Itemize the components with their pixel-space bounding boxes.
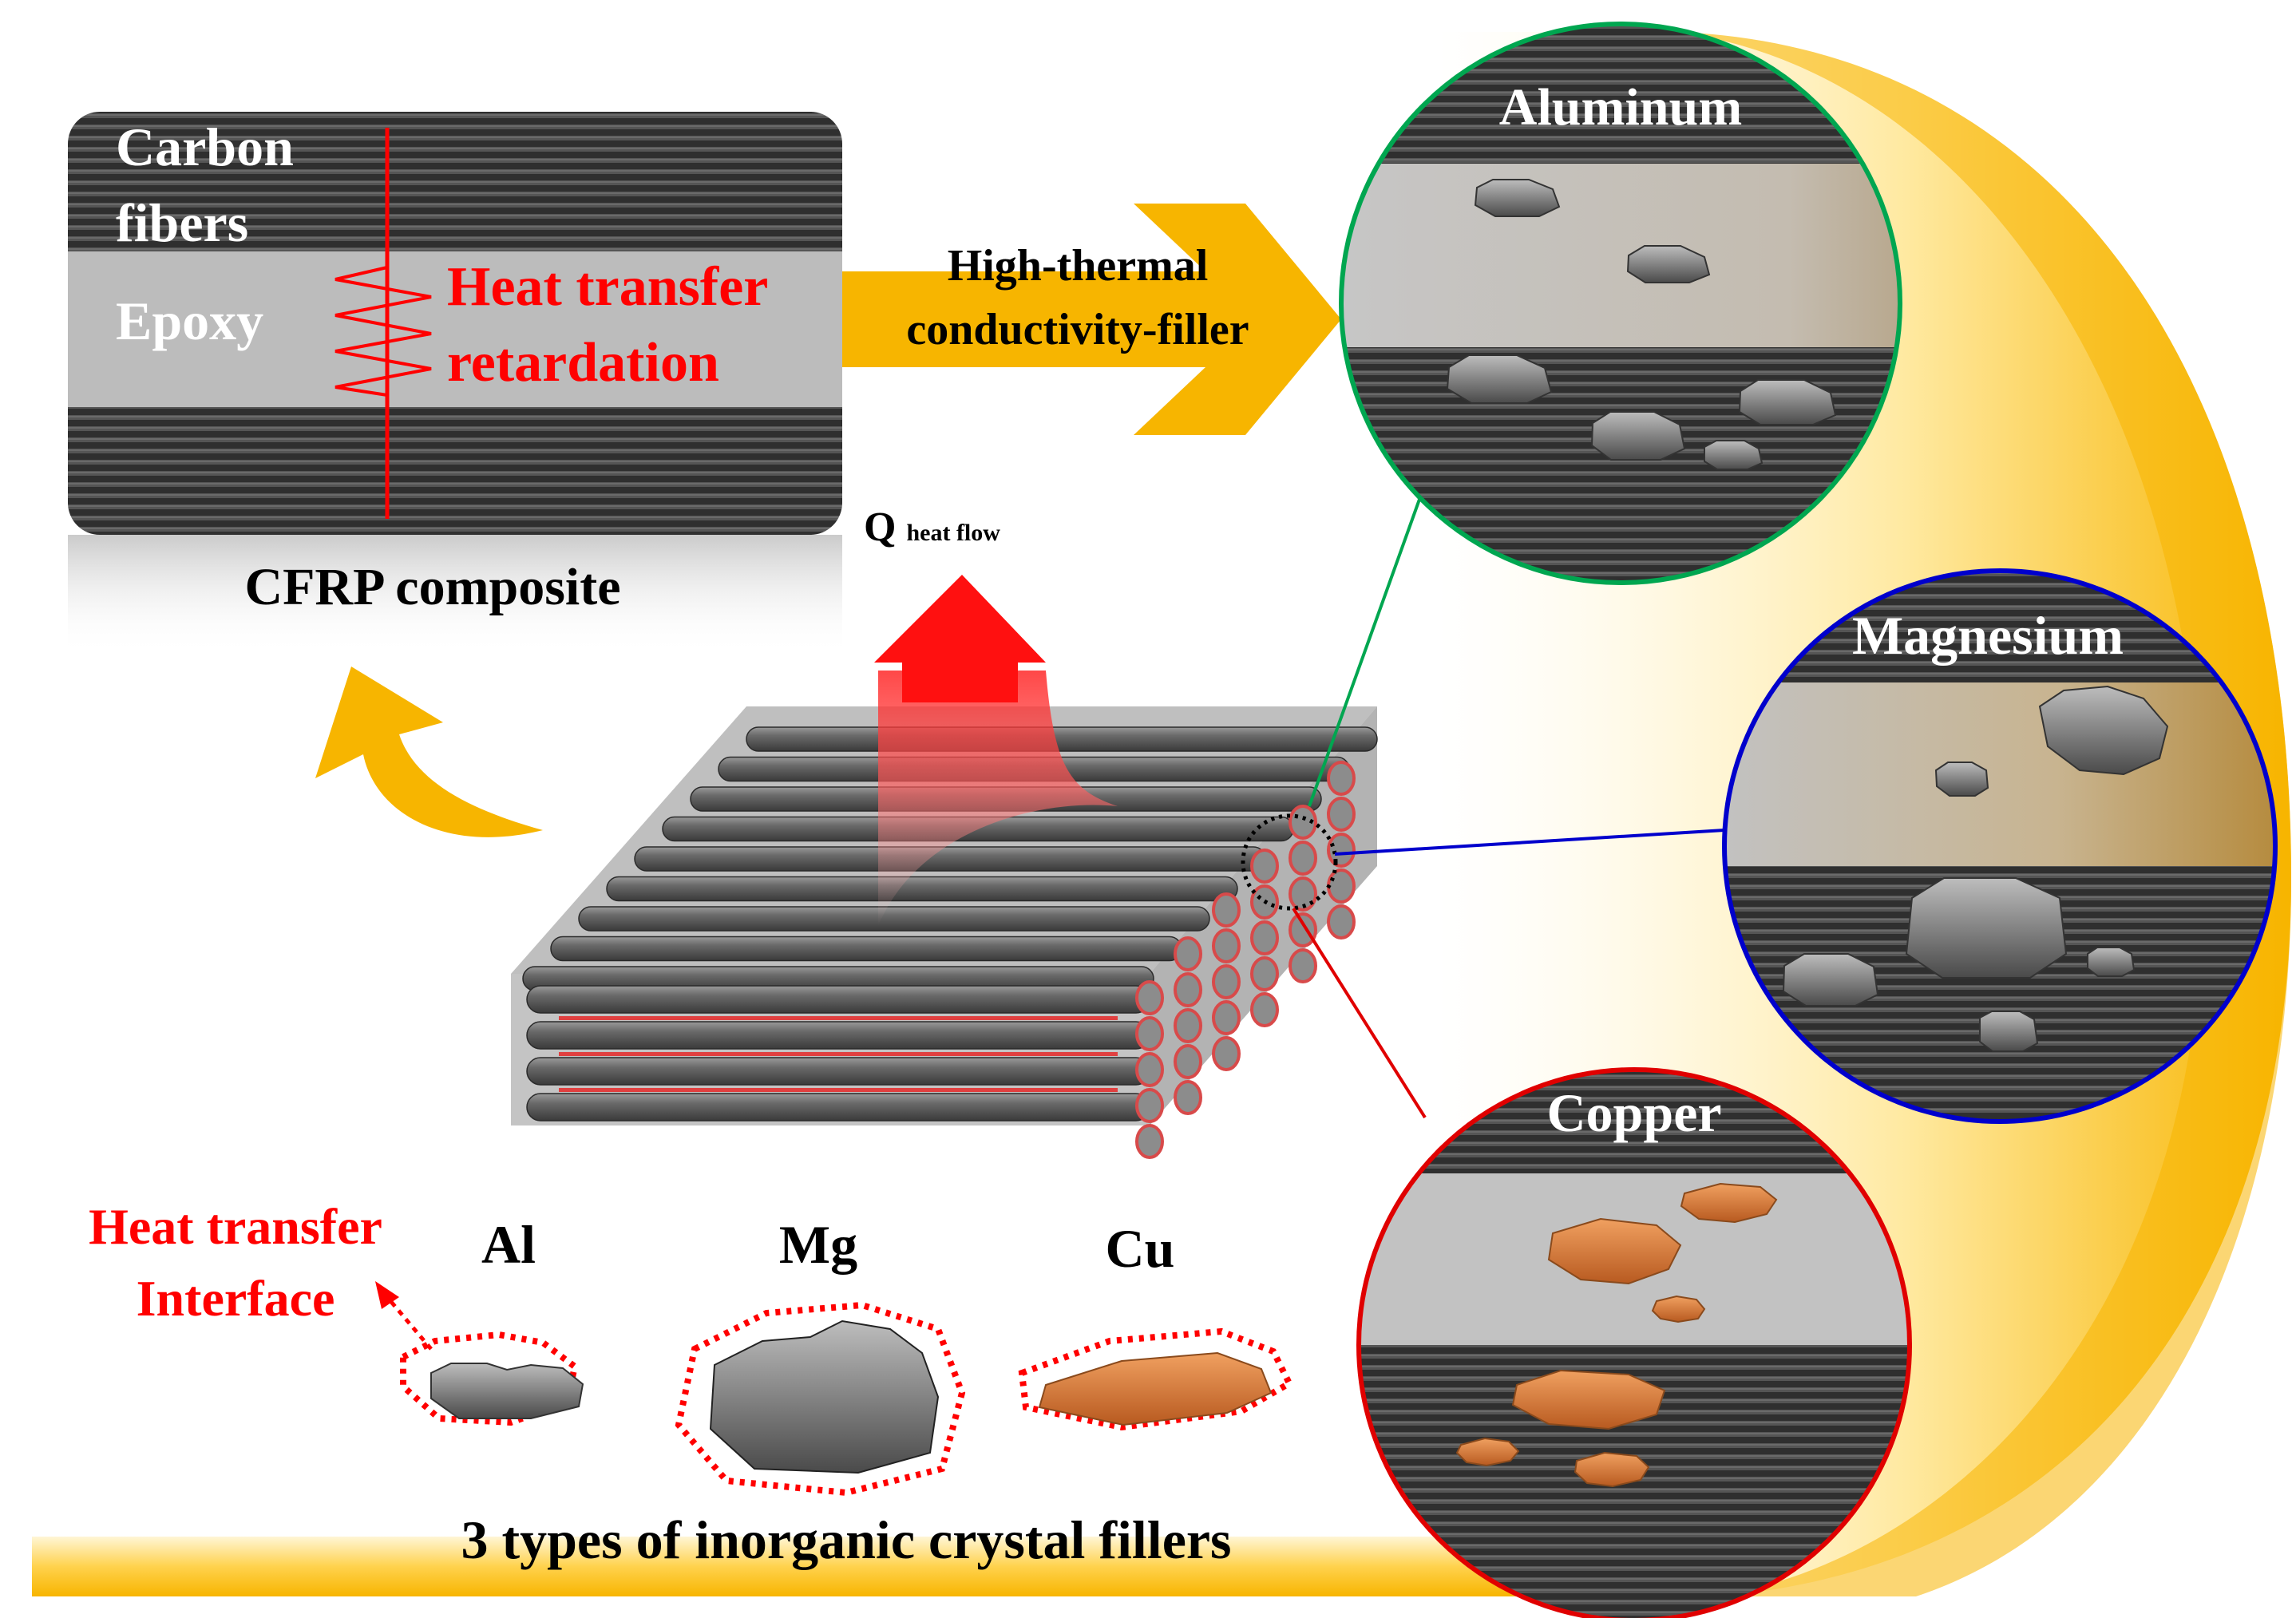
bottom-gold-band [32, 1537, 1597, 1596]
connector-line-aluminum [1308, 494, 1423, 807]
zoom-region-circle [1241, 813, 1338, 911]
fiber-heat-line [559, 1016, 1118, 1020]
fiber-top-row [550, 936, 1182, 962]
fiber-top-row [634, 846, 1266, 872]
magnesium-zoom-view [1724, 571, 2275, 1122]
interface-pointer-arrowhead [375, 1281, 399, 1309]
fiber-end [1135, 1088, 1164, 1123]
fiber-end [1327, 833, 1356, 868]
heat-flow-label: Q heat flow [864, 507, 1000, 548]
filler-arrow-label-line2: conductivity-filler [906, 305, 1249, 354]
cfrp-composite-caption: CFRP composite [244, 558, 621, 616]
fiber-end [1212, 928, 1241, 963]
fiber-end [1174, 972, 1202, 1007]
heat-flow-subscript: heat flow [906, 520, 1000, 546]
retardation-label-line1: Heat transfer [447, 256, 769, 318]
fiber-end [1289, 948, 1317, 983]
fiber-end [1212, 1000, 1241, 1035]
connector-line-copper [1292, 907, 1427, 1119]
filler-arrow-label-line1: High-thermal [947, 241, 1209, 291]
fiber-top-row [578, 906, 1210, 932]
mg-filler-particle [675, 1301, 966, 1497]
aluminum-zoom-view [1341, 24, 1900, 583]
cu-filler-label: Cu [1105, 1218, 1175, 1279]
fiber-end [1174, 1044, 1202, 1079]
fiber-end [1135, 1124, 1164, 1159]
al-filler-label: Al [481, 1214, 536, 1275]
fiber-top-row [606, 876, 1238, 902]
mg-filler-label: Mg [778, 1214, 858, 1275]
retardation-label-line2: retardation [447, 332, 719, 394]
aluminum-zoom-border [1339, 22, 1902, 585]
fiber-end [1135, 1016, 1164, 1051]
fiber-end [1212, 892, 1241, 928]
carbon-fibers-label-line2: fibers [116, 192, 249, 253]
copper-zoom-border [1356, 1067, 1912, 1618]
fiber-end [1327, 904, 1356, 940]
cfrp-composite-block [68, 112, 842, 655]
copper-zoom-view [1359, 1070, 1910, 1618]
fiber-heat-line [559, 1088, 1118, 1092]
gold-crescent-edge [1676, 32, 2291, 1596]
fiber-end [1174, 1080, 1202, 1115]
heat-flow-arrow-icon [874, 575, 1046, 702]
fiber-end [1250, 920, 1279, 955]
fiber-heat-line [559, 1052, 1118, 1056]
fiber-top-row [746, 726, 1378, 752]
fiber-end [1250, 992, 1279, 1027]
magnesium-zoom-title: Magnesium [1852, 605, 2124, 666]
carbon-fibers-label-line1: Carbon [116, 117, 294, 177]
fiber-end [1250, 849, 1279, 884]
fiber-end [1327, 868, 1356, 904]
fiber-end [1212, 964, 1241, 999]
cu-filler-particle [1018, 1327, 1294, 1431]
fiber-front-row [526, 1057, 1150, 1086]
fiber-end [1289, 876, 1317, 912]
heat-flow-symbol: Q [864, 504, 897, 550]
curved-arrow-icon [315, 667, 543, 837]
fiber-end [1174, 936, 1202, 971]
fiber-end [1289, 841, 1317, 876]
right-arrow-icon [842, 204, 1341, 435]
al-filler-particle [400, 1331, 584, 1426]
magnesium-zoom-border [1722, 568, 2278, 1124]
interface-label-line2: Interface [136, 1270, 335, 1327]
resistor-icon [335, 251, 432, 407]
interface-pointer-line [386, 1296, 433, 1351]
copper-zoom-title: Copper [1546, 1082, 1722, 1143]
heat-flow-body [878, 671, 1118, 926]
aluminum-zoom-title: Aluminum [1498, 78, 1743, 136]
fiber-end [1174, 1008, 1202, 1043]
fiber-end [1289, 805, 1317, 840]
connector-line-magnesium [1334, 829, 1725, 856]
fiber-end [1289, 912, 1317, 947]
fiber-front-row [526, 1021, 1150, 1050]
epoxy-label: Epoxy [116, 291, 264, 351]
fiber-end [1327, 761, 1356, 796]
fiber-end [1135, 1052, 1164, 1087]
fiber-end [1250, 956, 1279, 991]
fiber-end [1212, 1036, 1241, 1071]
fiber-end [1327, 797, 1356, 832]
interface-label-line1: Heat transfer [89, 1198, 382, 1255]
fiber-end [1135, 980, 1164, 1015]
fiber-front-row [526, 985, 1150, 1014]
fillers-caption: 3 types of inorganic crystal fillers [461, 1509, 1232, 1570]
fiber-front-row [526, 1093, 1150, 1122]
